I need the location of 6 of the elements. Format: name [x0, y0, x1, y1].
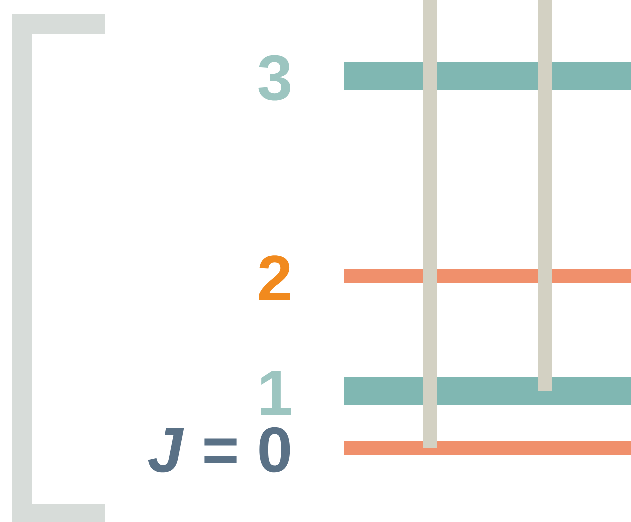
level-label: 2	[259, 256, 290, 300]
level-label: J = 0	[148, 427, 290, 473]
transition-line	[423, 0, 437, 448]
level-label: 3	[258, 55, 290, 101]
transition-line	[538, 0, 552, 391]
level-label: 1	[261, 370, 292, 416]
